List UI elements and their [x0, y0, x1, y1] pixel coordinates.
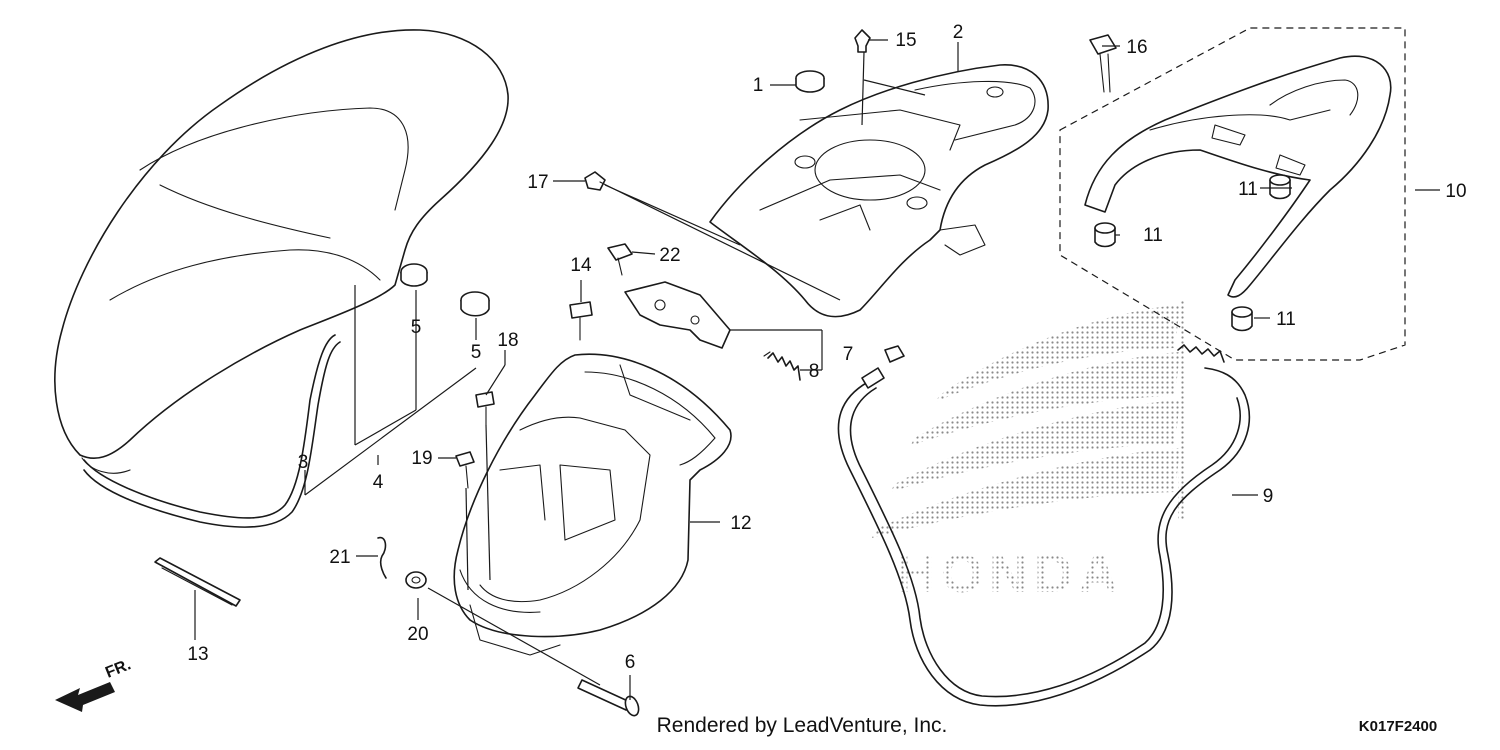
callout-10: 10 [1445, 181, 1466, 202]
callout-5a: 5 [411, 317, 422, 338]
diagram-code: K017F2400 [1359, 718, 1437, 735]
callout-11a: 11 [1238, 179, 1258, 200]
callout-14: 14 [570, 255, 592, 276]
callout-2: 2 [953, 22, 964, 43]
callout-labels: 1 2 3 4 5 5 6 7 8 9 10 11 11 11 12 13 14… [187, 22, 1466, 673]
callout-12: 12 [730, 513, 751, 534]
clip-part-15[interactable] [854, 29, 871, 53]
luggage-box-part-12[interactable] [453, 353, 732, 656]
bolt-part-18[interactable] [475, 391, 495, 426]
callout-3: 3 [298, 452, 309, 473]
callout-17: 17 [527, 172, 548, 193]
cap-part-1[interactable] [795, 70, 825, 93]
screw-part-19[interactable] [455, 451, 475, 489]
cable-part-9[interactable] [837, 344, 1251, 707]
callout-20: 20 [407, 624, 428, 645]
callout-8: 8 [809, 361, 820, 382]
screw-part-17[interactable] [584, 171, 613, 191]
callout-6: 6 [625, 652, 636, 673]
washer-part-20[interactable] [405, 571, 427, 589]
honda-wing-watermark-icon [872, 300, 1185, 538]
grommet-part-5a[interactable] [400, 263, 428, 287]
bolt-part-14[interactable] [569, 301, 593, 341]
callout-19: 19 [411, 448, 432, 469]
rod-part-6[interactable] [577, 679, 641, 717]
callout-13: 13 [187, 644, 208, 665]
grommet-part-5b[interactable] [460, 291, 490, 317]
callout-21: 21 [329, 547, 350, 568]
callout-11c: 11 [1276, 309, 1296, 330]
spring-part-8[interactable] [763, 351, 801, 381]
bolt-part-22[interactable] [607, 243, 633, 276]
callout-9: 9 [1263, 486, 1274, 507]
seat-part-4[interactable] [54, 29, 509, 474]
leader-lines [194, 39, 1440, 700]
front-direction-arrow-icon: FR. [55, 656, 133, 712]
callout-18: 18 [497, 330, 518, 351]
collar-part-11b[interactable] [1094, 222, 1116, 248]
grab-rail-box-part-10[interactable] [1059, 27, 1406, 361]
rear-cover-part-2[interactable] [709, 64, 1049, 318]
strap-part-13[interactable] [154, 557, 241, 607]
callout-4: 4 [373, 472, 384, 493]
footer-credit: Rendered by LeadVenture, Inc. [657, 714, 948, 737]
collar-part-11c[interactable] [1231, 306, 1253, 332]
callout-16: 16 [1126, 37, 1147, 58]
callout-11b: 11 [1143, 225, 1163, 246]
callout-15: 15 [895, 30, 916, 51]
bolt-part-16[interactable] [1089, 34, 1117, 93]
pin-part-21[interactable] [377, 536, 387, 579]
callout-22: 22 [659, 245, 680, 266]
watermark-text: HONDA [896, 544, 1124, 604]
collar-part-11a[interactable] [1269, 174, 1291, 200]
latch-part-7[interactable] [624, 281, 731, 349]
seat-strip-part-3[interactable] [83, 334, 341, 528]
callout-7: 7 [843, 344, 854, 365]
callout-1: 1 [753, 75, 764, 96]
callout-5b: 5 [471, 342, 482, 363]
direction-label: FR. [103, 656, 133, 681]
